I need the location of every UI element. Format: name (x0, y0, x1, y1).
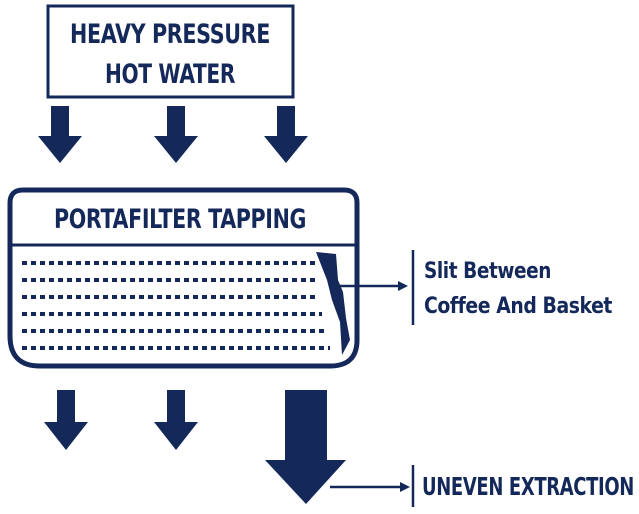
slit-callout: Slit Between Coffee And Basket (338, 250, 613, 325)
arrow-down-icon (44, 390, 88, 450)
large-arrow-down-icon (265, 390, 346, 504)
coffee-bed (22, 261, 330, 350)
slit-label-line2: Coffee And Basket (424, 294, 613, 319)
portafilter-label: PORTAFILTER TAPPING (54, 204, 306, 235)
input-box-border (46, 4, 295, 99)
input-label-line1: HEAVY PRESSURE (70, 19, 270, 50)
outgoing-arrows (44, 390, 346, 504)
result-label: UNEVEN EXTRACTION (422, 472, 634, 501)
slit-channel-icon (316, 252, 350, 355)
slit-label-line1: Slit Between (424, 259, 551, 284)
basket-outline (7, 187, 360, 369)
result-callout: UNEVEN EXTRACTION (330, 465, 635, 507)
incoming-arrows (38, 106, 308, 163)
input-label-line2: HOT WATER (105, 59, 236, 90)
input-box: HEAVY PRESSURE HOT WATER (46, 4, 295, 99)
arrow-down-icon (38, 106, 82, 163)
arrow-down-icon (264, 106, 308, 163)
portafilter-basket: PORTAFILTER TAPPING (7, 187, 360, 369)
arrow-right-icon (400, 482, 410, 492)
arrow-right-icon (398, 281, 408, 291)
arrow-down-icon (154, 106, 198, 163)
arrow-down-icon (154, 390, 198, 450)
